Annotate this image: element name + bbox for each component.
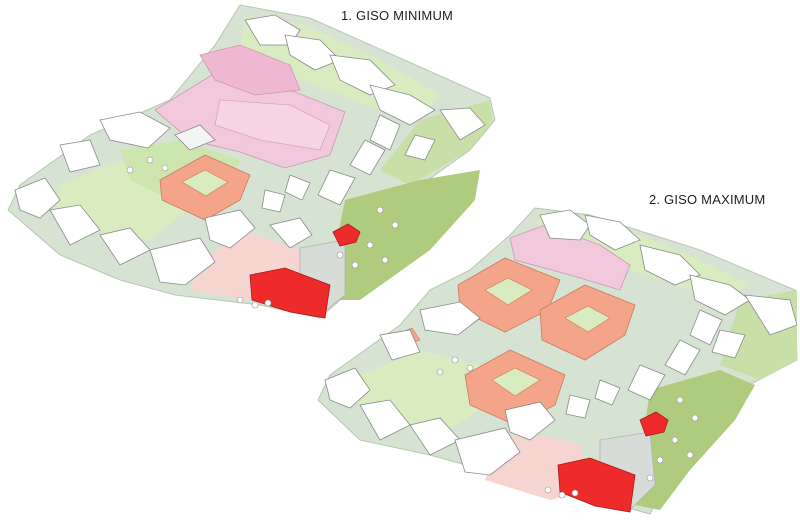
white-buildings-minimum [14,14,486,286]
white-buildings-maximum [324,209,798,476]
red-building-small-minimum [332,223,361,247]
park-southeast [330,170,480,300]
site-model-minimum [7,4,496,319]
trees-maximum [436,356,699,499]
existing-hall-minimum [154,44,346,169]
trees-minimum [126,156,399,309]
scenario-title-minimum: 1. GISO MINIMUM [341,8,454,23]
scenario-title-maximum: 2. GISO MAXIMUM [649,192,766,207]
red-building-main-maximum [557,457,636,513]
site-model-maximum [317,207,798,515]
red-building-small-maximum [639,411,669,437]
park-southeast-max [635,370,755,510]
